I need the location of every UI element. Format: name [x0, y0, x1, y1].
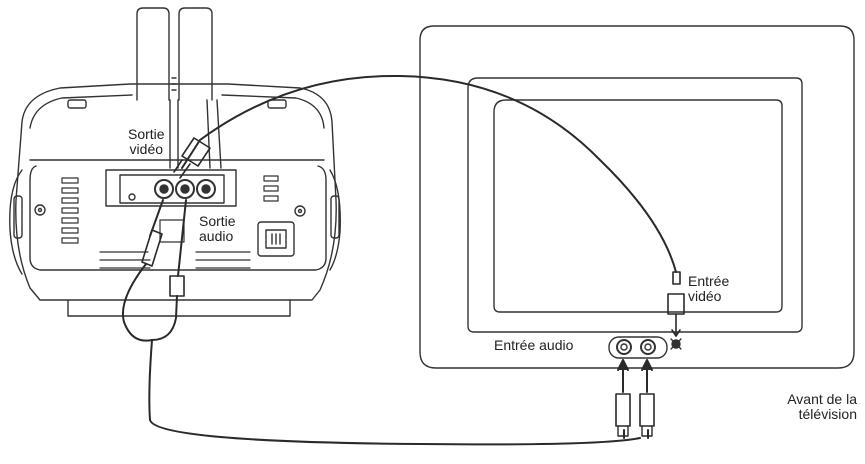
player-left-vent	[61, 177, 79, 244]
audio-cables	[122, 199, 655, 446]
tv-video-input-jack	[670, 338, 682, 350]
label-sortie-audio: Sortie audio	[199, 214, 236, 244]
player-power-jack	[257, 221, 295, 257]
label-entree-video: Entrée vidéo	[688, 274, 729, 304]
player-body	[9, 83, 341, 301]
player-screws	[34, 204, 306, 217]
player-right-vent	[263, 175, 279, 202]
player-base	[67, 299, 291, 317]
tv-audio-input-panel	[608, 336, 668, 359]
dvd-player	[9, 7, 341, 317]
player-bottom-grille	[99, 219, 251, 269]
tv-outer-frame	[419, 25, 855, 369]
label-entree-video-line2: vidéo	[688, 288, 722, 304]
label-entree-video-line1: Entrée	[688, 273, 730, 289]
label-sortie-video-line2: vidéo	[129, 141, 164, 157]
label-avant-tv: Avant de la télévision	[787, 392, 857, 422]
label-avant-tv-line1: Avant de la	[787, 391, 857, 407]
label-sortie-audio-line2: audio	[199, 228, 234, 244]
tv-bezel	[467, 77, 803, 333]
label-sortie-audio-line1: Sortie	[199, 213, 236, 229]
tv-screen	[493, 99, 783, 313]
label-entree-audio: Entrée audio	[494, 337, 574, 353]
television	[419, 25, 855, 369]
label-sortie-video-line1: Sortie	[128, 126, 165, 142]
label-sortie-video: Sortie vidéo	[128, 127, 165, 157]
player-screen-panels	[136, 7, 222, 169]
label-avant-tv-line2: télévision	[798, 406, 857, 422]
video-cable	[173, 74, 685, 337]
av-output-panel	[105, 169, 237, 207]
